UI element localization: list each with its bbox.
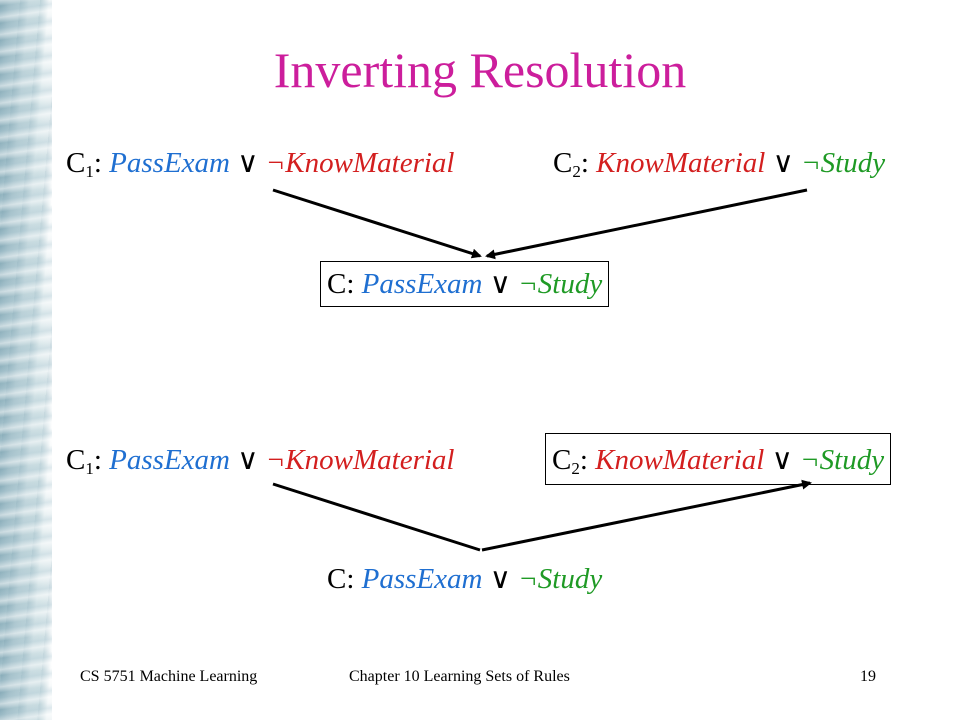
literal-knowmaterial: KnowMaterial: [595, 444, 765, 476]
literal-knowmaterial: KnowMaterial: [285, 147, 455, 179]
literal-passexam: PassExam: [109, 147, 230, 179]
negation-symbol: ¬: [265, 444, 286, 476]
arrow-c2-to-resolvent: [485, 188, 808, 260]
or-symbol: ∨: [489, 268, 511, 300]
bottom-resolvent-clause: C: PassExam ∨ ¬Study: [327, 560, 602, 598]
clause-label: C1:: [66, 147, 102, 181]
literal-study: Study: [820, 147, 886, 179]
arrow-vertex-to-c2: [481, 479, 812, 552]
literal-study: Study: [819, 444, 885, 476]
or-symbol: ∨: [237, 147, 259, 179]
footer-chapter: Chapter 10 Learning Sets of Rules: [349, 668, 570, 685]
literal-passexam: PassExam: [361, 563, 483, 595]
clause-label: C:: [327, 563, 355, 595]
or-symbol: ∨: [771, 444, 793, 476]
or-symbol: ∨: [237, 444, 259, 476]
negation-symbol: ¬: [518, 268, 538, 300]
literal-study: Study: [537, 268, 603, 300]
marble-sidebar-decoration: [0, 0, 52, 720]
negation-symbol: ¬: [265, 147, 286, 179]
negation-symbol: ¬: [801, 147, 821, 179]
top-clause-c2: C2: KnowMaterial ∨ ¬Study: [553, 144, 885, 182]
literal-passexam: PassExam: [109, 444, 230, 476]
clause-label: C2:: [552, 444, 588, 478]
bottom-clause-c2: C2: KnowMaterial ∨ ¬Study: [545, 433, 892, 485]
literal-knowmaterial: KnowMaterial: [285, 444, 455, 476]
negation-symbol: ¬: [518, 563, 538, 595]
bottom-clause-c1: C1: PassExam ∨ ¬KnowMaterial: [66, 441, 454, 479]
clause-label: C:: [327, 268, 355, 300]
or-symbol: ∨: [772, 147, 794, 179]
literal-study: Study: [537, 563, 603, 595]
footer-page-number: 19: [860, 668, 876, 685]
line-c1-to-vertex: [272, 482, 481, 552]
top-resolvent-clause: C: PassExam ∨ ¬Study: [320, 261, 610, 307]
or-symbol: ∨: [489, 563, 511, 595]
slide-title: Inverting Resolution: [273, 42, 687, 98]
literal-knowmaterial: KnowMaterial: [596, 147, 766, 179]
footer-course: CS 5751 Machine Learning: [80, 668, 258, 685]
clause-label: C2:: [553, 147, 589, 181]
clause-label: C1:: [66, 444, 102, 478]
arrow-c1-to-resolvent: [272, 188, 482, 259]
top-clause-c1: C1: PassExam ∨ ¬KnowMaterial: [66, 144, 454, 182]
literal-passexam: PassExam: [361, 268, 483, 300]
negation-symbol: ¬: [800, 444, 820, 476]
